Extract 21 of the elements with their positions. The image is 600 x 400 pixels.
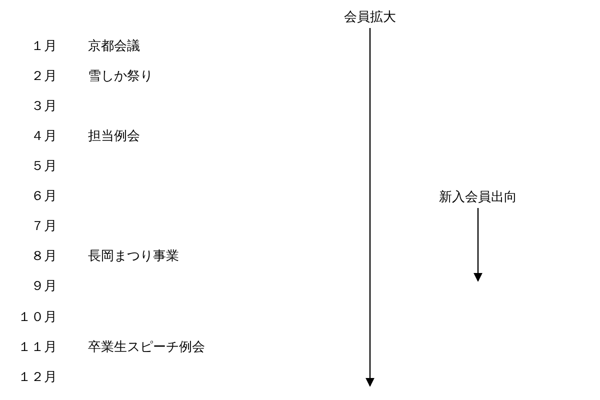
event-label: 長岡まつり事業 <box>88 249 179 265</box>
heading-label: 会員拡大 <box>344 10 396 26</box>
month-label: １月 <box>31 39 57 55</box>
month-label: １２月 <box>18 370 57 386</box>
arrow <box>474 208 482 282</box>
month-label: ７月 <box>31 219 57 235</box>
month-label: ２月 <box>31 69 57 85</box>
event-label: 卒業生スピーチ例会 <box>88 340 205 356</box>
month-label: １０月 <box>18 310 57 326</box>
event-label: 担当例会 <box>88 129 140 145</box>
heading-label: 新入会員出向 <box>439 190 517 206</box>
month-label: ３月 <box>31 99 57 115</box>
arrow <box>366 28 374 387</box>
event-label: 雪しか祭り <box>88 69 153 85</box>
month-label: ５月 <box>31 159 57 175</box>
month-label: ６月 <box>31 189 57 205</box>
event-label: 京都会議 <box>88 39 140 55</box>
month-label: ９月 <box>31 279 57 295</box>
month-label: １１月 <box>18 340 57 356</box>
month-label: ８月 <box>31 249 57 265</box>
month-label: ４月 <box>31 129 57 145</box>
